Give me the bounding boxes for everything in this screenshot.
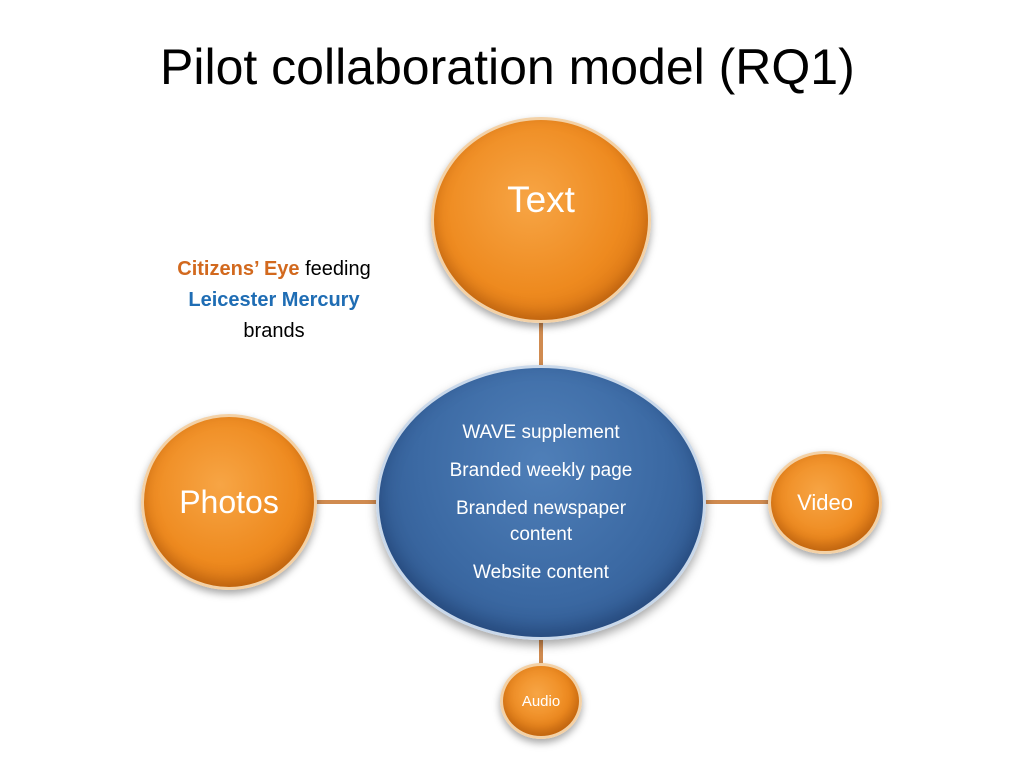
center-item: Website content: [473, 561, 609, 583]
node-text-label: Text: [507, 179, 575, 220]
feeding-label: feeding: [299, 258, 371, 280]
caption-line-1: Citizens’ Eye feeding: [150, 254, 398, 285]
node-video-label: Video: [797, 489, 853, 515]
slide-title: Pilot collaboration model (RQ1): [160, 39, 855, 95]
connector-photos: [312, 500, 382, 504]
brands-label: brands: [243, 320, 305, 342]
center-item: Branded weekly page: [449, 459, 633, 481]
leicester-mercury-label: Leicester Mercury: [188, 289, 360, 311]
connector-video: [700, 500, 772, 504]
node-audio: Audio: [500, 663, 582, 739]
node-audio-label: Audio: [521, 692, 561, 710]
center-node: WAVE supplement Branded weekly page Bran…: [376, 365, 706, 640]
center-list: WAVE supplement Branded weekly page Bran…: [426, 420, 656, 586]
connector-audio: [539, 634, 543, 668]
citizens-eye-label: Citizens’ Eye: [177, 258, 300, 280]
node-photos-label: Photos: [179, 483, 279, 520]
node-video: Video: [768, 451, 882, 554]
center-item: Branded newspaper content: [455, 497, 627, 545]
node-photos: Photos: [141, 414, 317, 590]
connector-text: [539, 318, 543, 374]
center-item: WAVE supplement: [462, 421, 620, 443]
node-text: Text: [431, 117, 651, 323]
caption: Citizens’ Eye feeding Leicester Mercury …: [150, 254, 398, 347]
